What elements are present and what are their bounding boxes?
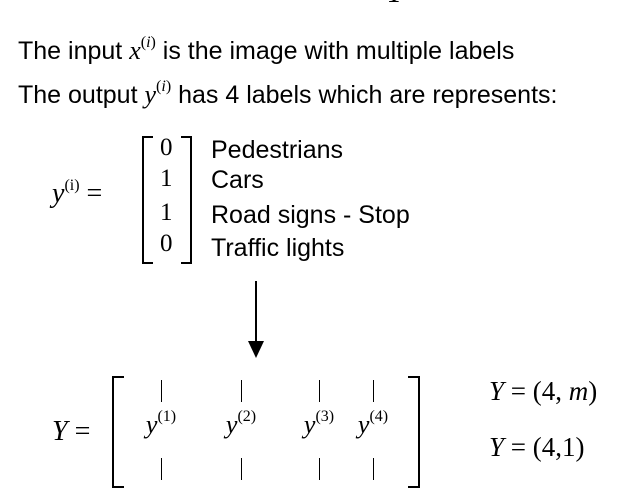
column-bar — [161, 458, 162, 480]
input-text-before: The input — [18, 37, 130, 65]
matrix-column: y(1) — [126, 376, 196, 484]
label-traffic-lights: Traffic lights — [211, 234, 345, 262]
label-road-signs-stop: Road signs - Stop — [211, 201, 410, 229]
matrix-lhs: Y = — [52, 416, 90, 448]
left-bracket — [142, 136, 153, 264]
output-text-before: The output — [18, 81, 145, 109]
column-bar — [373, 380, 374, 402]
matrix-column: y(4) — [338, 376, 408, 484]
column-bar — [241, 458, 242, 480]
label-cars: Cars — [211, 166, 264, 194]
input-variable: x — [129, 36, 141, 65]
left-bracket — [112, 376, 124, 488]
equals-sign: = — [86, 178, 103, 209]
column-bar — [319, 380, 320, 402]
column-label: y(3) — [303, 408, 335, 439]
vector-entry: 1 — [160, 199, 173, 226]
input-description-line: The input x(i) is the image with multipl… — [18, 34, 515, 66]
output-variable: y — [144, 80, 157, 109]
column-bar — [161, 380, 162, 402]
column-label: y(2) — [225, 408, 257, 439]
right-bracket — [408, 376, 420, 488]
column-bar — [241, 380, 242, 402]
vector-entry: 0 — [160, 134, 173, 161]
stacked-matrix: y(1) y(2) y(3) y(4) — [112, 376, 420, 488]
output-superscript: (i) — [156, 78, 172, 95]
matrix-column: y(2) — [206, 376, 276, 484]
top-cropped-formula-text: Y ⊃ — [386, 0, 439, 8]
input-superscript: (i) — [140, 34, 156, 51]
column-bar — [373, 458, 374, 480]
matrix-variable: Y — [52, 416, 68, 447]
vector-entry: 1 — [160, 165, 173, 192]
label-pedestrians: Pedestrians — [211, 136, 344, 164]
lhs-superscript: (i) — [64, 177, 80, 194]
shape-general: Y = (4, m) — [489, 376, 598, 406]
top-cropped-formula: Y ⊃ — [0, 0, 642, 8]
column-bar — [319, 458, 320, 480]
equals-sign: = — [74, 416, 91, 447]
right-bracket — [181, 136, 192, 264]
column-label: y(1) — [145, 408, 177, 439]
label-vector-lhs: y(i) = — [52, 177, 103, 210]
output-description-line: The output y(i) has 4 labels which are r… — [18, 78, 558, 110]
label-vector: 0 1 1 0 — [142, 134, 192, 264]
vector-entry: 0 — [160, 230, 173, 257]
lhs-variable: y — [52, 178, 65, 209]
column-label: y(4) — [357, 408, 389, 439]
input-text-after: is the image with multiple labels — [155, 37, 515, 65]
matrix-column: y(3) — [284, 376, 354, 484]
output-text-after: has 4 labels which are represents: — [171, 81, 558, 109]
down-arrow-icon — [248, 341, 264, 358]
down-arrow-shaft — [255, 281, 257, 343]
shape-single-example: Y = (4,1) — [489, 432, 585, 462]
